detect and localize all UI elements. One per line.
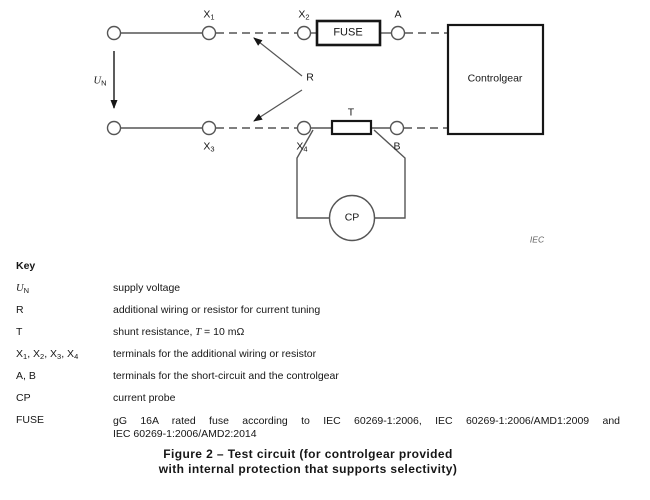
key-row-resistor: R additional wiring or resistor for curr… (16, 305, 620, 316)
key-row-current-probe: CP current probe (16, 393, 620, 404)
key-term: T (16, 326, 23, 338)
key-desc: additional wiring or resistor for curren… (113, 304, 321, 316)
label-x3: X3 (203, 140, 215, 154)
controlgear-box (446, 23, 545, 136)
key-term: CP (16, 392, 31, 404)
terminal-circle-x3 (201, 120, 217, 136)
figure-caption-line1: Figure 2 – Test circuit (for controlgear… (163, 447, 453, 461)
key-row-terminals-x: X1, X2, X3, X4 terminals for the additio… (16, 348, 620, 362)
key-term: X1, X2, X3, X4 (16, 348, 79, 362)
figure-caption-line2: with internal protection that supports s… (158, 462, 458, 476)
terminal-circles (106, 25, 406, 136)
current-probe-leads (296, 129, 406, 219)
label-shunt: T (347, 106, 355, 119)
label-controlgear-box: Controlgear (467, 72, 523, 85)
label-fuse-box: FUSE (333, 26, 363, 39)
label-supply-voltage: UN (93, 75, 107, 88)
iec-mark: IEC (529, 234, 545, 245)
key-row-fuse: FUSE gG 16A rated fuse according to IEC … (16, 415, 620, 441)
key-desc: current probe (113, 392, 176, 404)
fuse-desc-line1: gG 16A rated fuse according to IEC 60269… (113, 415, 620, 427)
label-current-probe: CP (344, 211, 360, 224)
key-desc: terminals for the short-circuit and the … (113, 370, 339, 382)
terminal-circle-a (390, 25, 406, 41)
circuit-svg (106, 19, 545, 242)
key-term: A, B (16, 370, 36, 382)
fuse-box (315, 19, 382, 47)
label-b: B (393, 140, 401, 153)
label-resistor: R (306, 71, 314, 84)
key-section: Key UN supply voltage R additional wirin… (0, 252, 650, 441)
key-term: FUSE (16, 414, 45, 426)
current-probe-circle (328, 194, 376, 242)
terminal-circle-x1 (201, 25, 217, 41)
label-x2: X2 (298, 8, 310, 22)
label-x4: X4 (296, 140, 308, 154)
key-row-terminals-ab: A, B terminals for the short-circuit and… (16, 371, 620, 382)
label-x1: X1 (203, 8, 215, 22)
figure-caption: Figure 2 – Test circuit (for controlgear… (0, 447, 616, 477)
key-desc: gG 16A rated fuse according to IEC 60269… (113, 415, 620, 441)
test-circuit-diagram: X1 X2 A X3 X4 B UN R T FUSE Controlgear … (93, 8, 545, 245)
key-term: R (16, 304, 24, 316)
key-desc: supply voltage (113, 282, 181, 294)
terminal-circle-x2 (296, 25, 312, 41)
key-desc: shunt resistance, T = 10 mΩ (113, 326, 245, 339)
terminal-circle-b (389, 120, 405, 136)
key-row-shunt: T shunt resistance, T = 10 mΩ (16, 326, 620, 339)
key-row-supply-voltage: UN supply voltage (16, 282, 620, 296)
shunt-box (330, 119, 373, 136)
key-heading: Key (16, 260, 36, 272)
terminal-circle-x4 (296, 120, 312, 136)
terminal-circle-source-bottom (106, 120, 122, 136)
key-desc: terminals for the additional wiring or r… (113, 348, 317, 360)
key-term: UN (16, 283, 30, 296)
fuse-desc-line2: IEC 60269-1:2006/AMD2:2014 (113, 428, 257, 440)
resistor-pointer-arrows (253, 37, 303, 122)
terminal-circle-source-top (106, 25, 122, 41)
label-a: A (394, 8, 402, 21)
